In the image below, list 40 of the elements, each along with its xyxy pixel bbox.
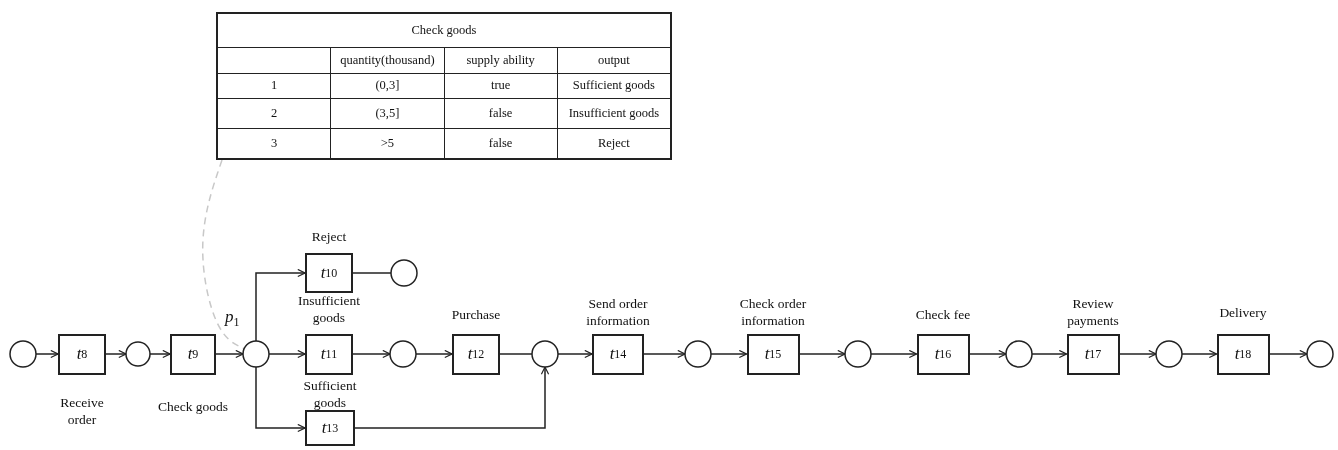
transition-caption: Insufficient goods (297, 292, 361, 326)
arrow (798, 349, 846, 359)
arrow (255, 268, 306, 342)
transition-caption: Review payments (1066, 295, 1120, 329)
arrow (215, 349, 244, 359)
transition-caption: Delivery (1218, 304, 1268, 321)
table-cell: >5 (330, 128, 444, 159)
arrow (968, 349, 1007, 359)
transition-caption: Purchase (450, 306, 502, 323)
table-title: Check goods (217, 13, 671, 48)
arrow (1268, 349, 1308, 359)
table-cell: Insufficient goods (557, 98, 671, 129)
table-cell: Sufficient goods (557, 73, 671, 99)
table-header: quantity(thousand) (330, 47, 444, 74)
table-header: supply ability (444, 47, 558, 74)
table-cell: false (444, 98, 558, 129)
decision-table (216, 12, 672, 160)
arrow (255, 366, 306, 433)
arrow (1118, 349, 1157, 359)
table-cell: false (444, 128, 558, 159)
table-cell: (0,3] (330, 73, 444, 99)
table-cell: 1 (217, 73, 331, 99)
table-cell: true (444, 73, 558, 99)
transition-caption: Sufficient goods (302, 377, 358, 411)
table-cell: (3,5] (330, 98, 444, 129)
transition-caption: Send order information (585, 295, 651, 329)
table-header: output (557, 47, 671, 74)
place-label: p$_{1}$ (225, 307, 240, 331)
arrow (354, 366, 550, 429)
transition-caption: Reject (310, 228, 348, 245)
table-cell: 2 (217, 98, 331, 129)
arrow (105, 349, 127, 359)
transition-caption: Check goods (156, 398, 230, 415)
table-cell: Reject (557, 128, 671, 159)
transition-caption: Check fee (914, 306, 972, 323)
arrow (643, 349, 686, 359)
arrow (352, 349, 391, 359)
transition-caption: Receive order (59, 394, 105, 428)
table-cell: 3 (217, 128, 331, 159)
transition-caption: Check order information (738, 295, 808, 329)
